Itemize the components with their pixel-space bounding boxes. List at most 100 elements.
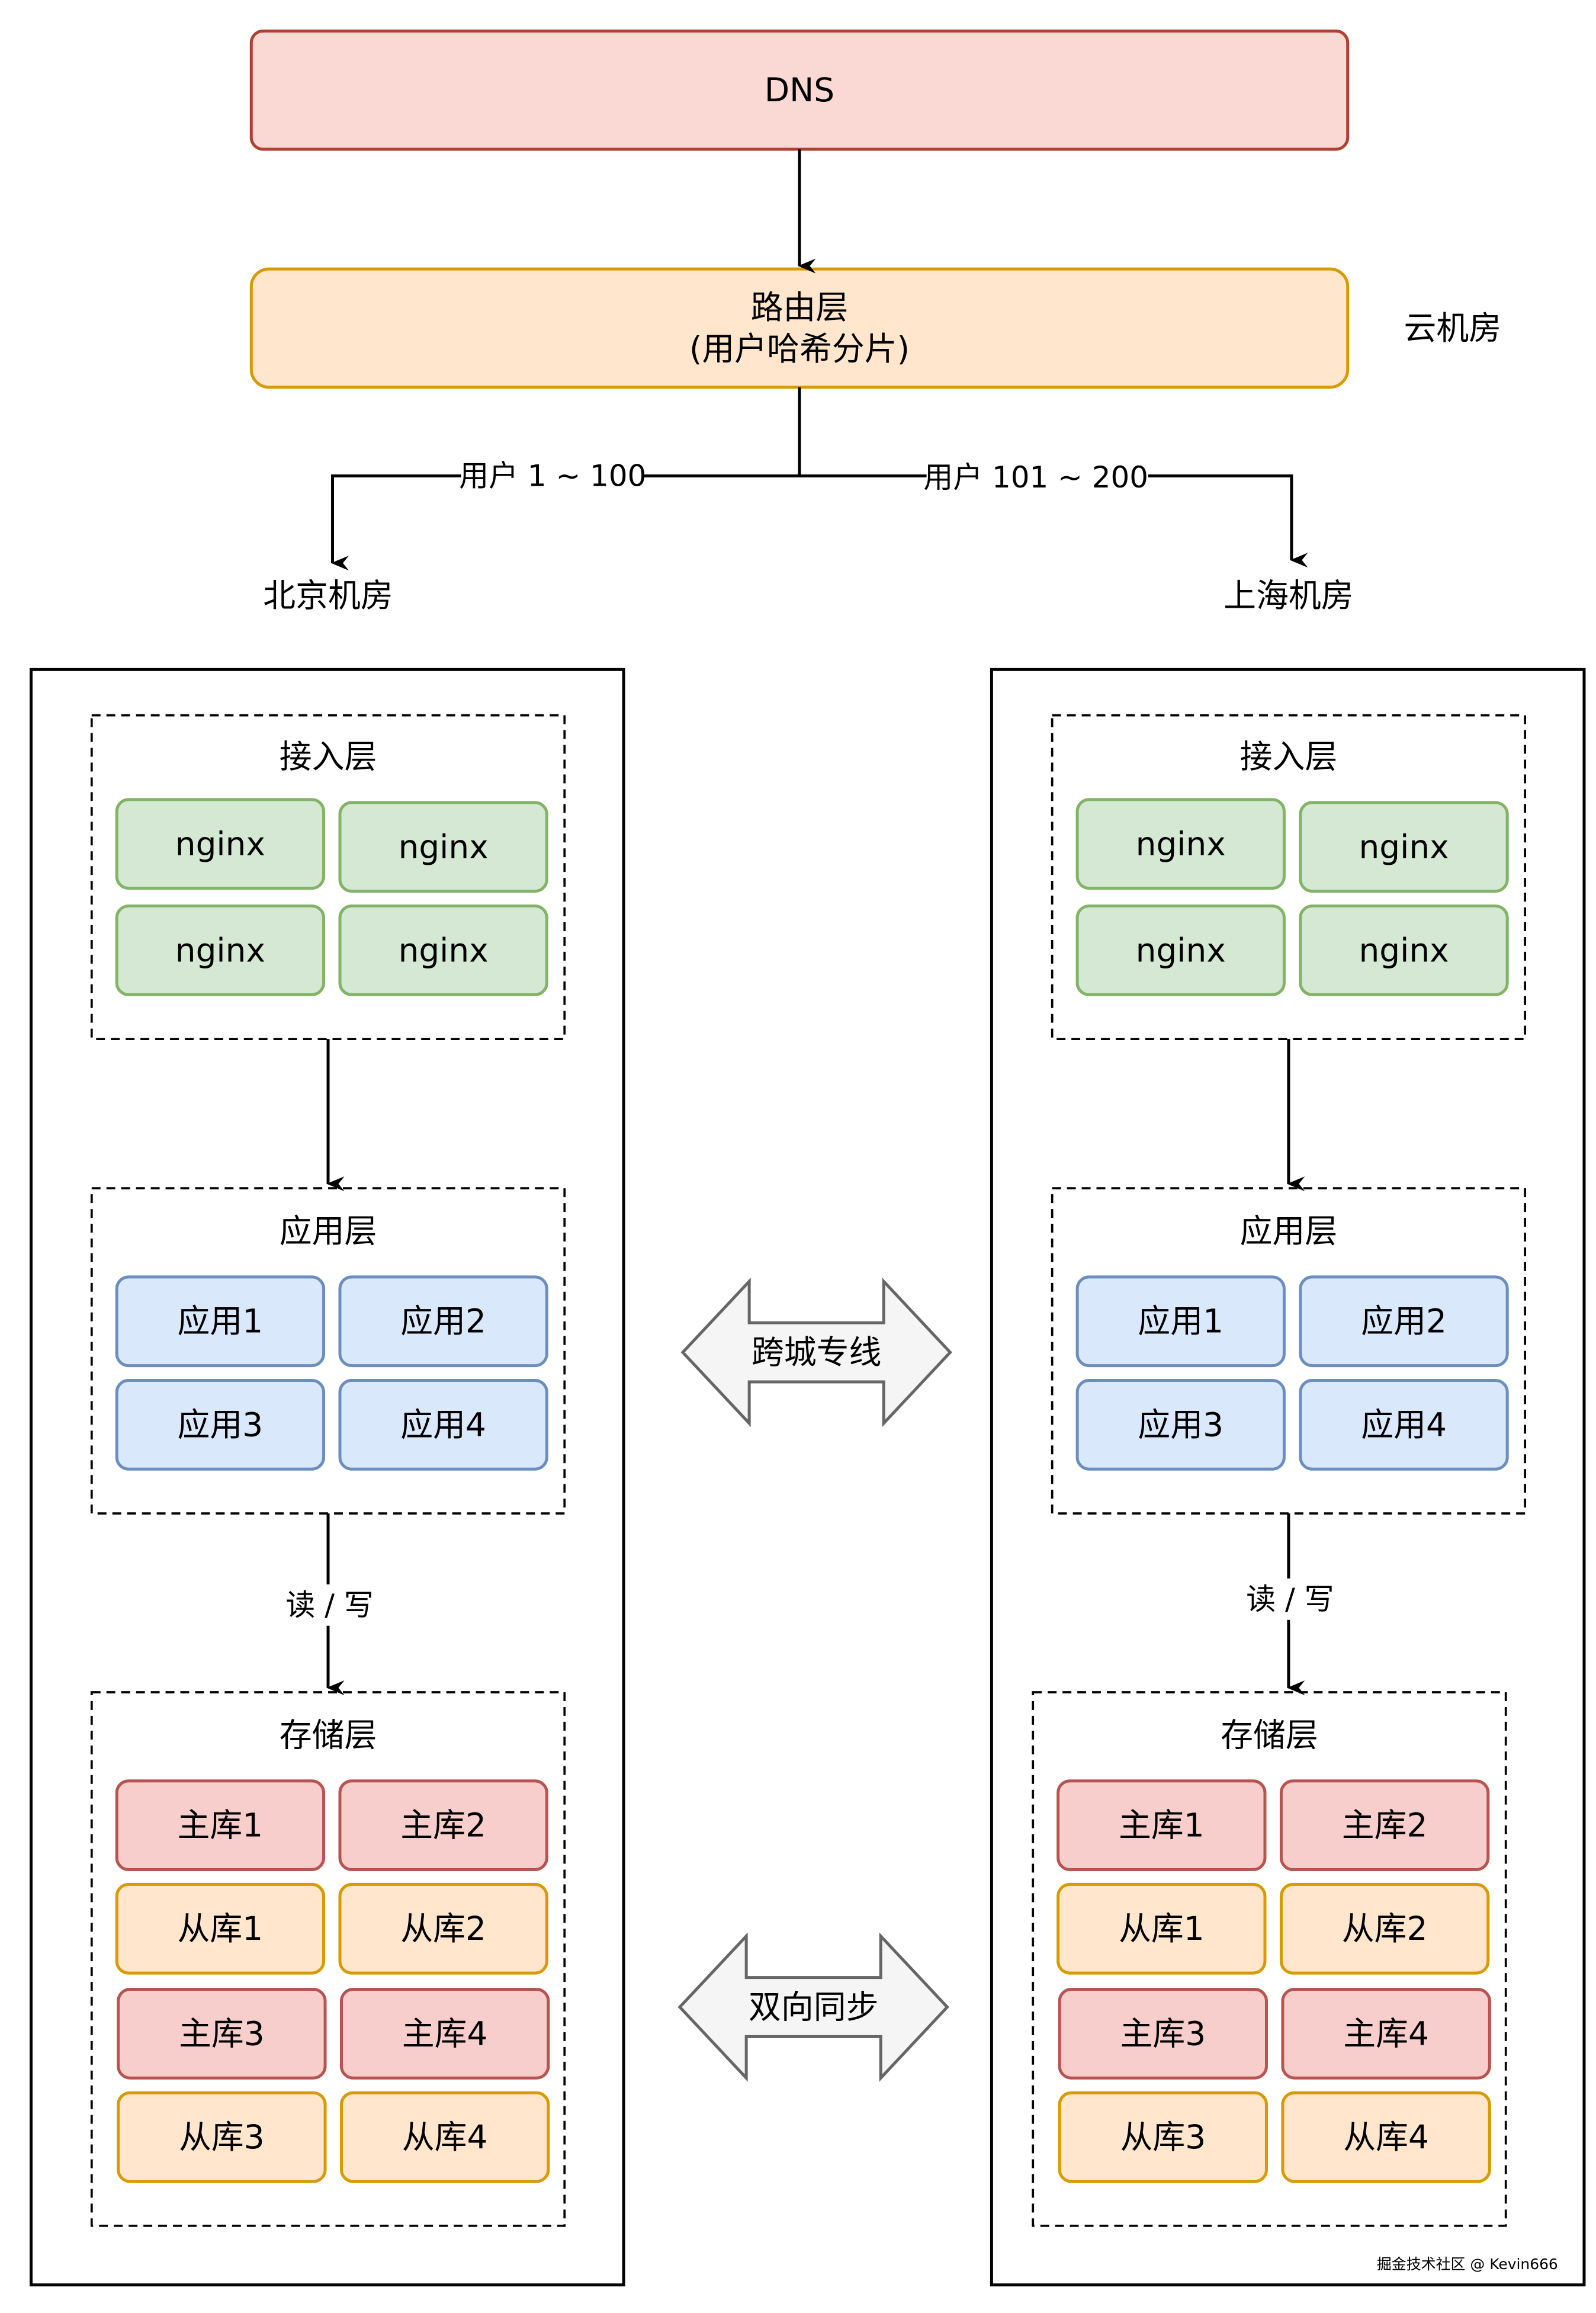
slave-db-node-label: 从库3 (1120, 2118, 1206, 2156)
nginx-node-box (115, 904, 326, 996)
slave-db-node-box (1279, 1882, 1490, 1975)
master-db-node-label: 主库4 (402, 2014, 488, 2052)
app-node-label: 应用3 (178, 1406, 264, 1443)
nginx-node-box (1299, 801, 1509, 893)
bidirectional-sync-link: 双向同步 (677, 1932, 949, 2082)
app-node[interactable]: 应用1 (115, 1275, 326, 1368)
slave-db-node[interactable]: 从库4 (339, 2091, 550, 2183)
app-node-box (1075, 1275, 1286, 1368)
app-layer-title: 应用层 (280, 1212, 377, 1250)
nginx-node[interactable]: nginx (1075, 904, 1286, 996)
slave-db-node-label: 从库1 (178, 1910, 264, 1948)
slave-db-node[interactable]: 从库3 (1058, 2091, 1268, 2183)
slave-db-node-box (117, 2091, 327, 2183)
double-arrow-icon (680, 1278, 952, 1427)
slave-db-node[interactable]: 从库1 (115, 1882, 326, 1975)
app-node-box (115, 1275, 326, 1368)
master-db-node[interactable]: 主库1 (115, 1779, 326, 1871)
app-node[interactable]: 应用3 (1075, 1379, 1286, 1471)
datacenter-label-shanghai: 上海机房 (1224, 577, 1354, 615)
app-node[interactable]: 应用3 (115, 1379, 326, 1471)
master-db-node-label: 主库1 (1119, 1807, 1205, 1844)
app-node-label: 应用3 (1138, 1406, 1224, 1443)
nginx-node-label: nginx (1359, 931, 1449, 969)
master-db-node-label: 主库3 (1120, 2014, 1206, 2052)
slave-db-node-box (1281, 2091, 1491, 2183)
nginx-node-box (1299, 904, 1509, 996)
nginx-node[interactable]: nginx (115, 904, 326, 996)
slave-db-node-label: 从库1 (1119, 1910, 1205, 1948)
master-db-node-box (1281, 1988, 1491, 2080)
access-layer-title: 接入层 (280, 738, 377, 776)
nginx-node-label: nginx (175, 931, 265, 969)
app-node-label: 应用2 (1361, 1303, 1447, 1340)
nginx-node-box (1075, 798, 1286, 890)
dns-node[interactable]: DNS (249, 29, 1350, 151)
read-write-label: 读 / 写 (285, 1588, 373, 1622)
access-layer-group (1051, 714, 1527, 1041)
storage-layer-title: 存储层 (1221, 1716, 1318, 1754)
master-db-node-label: 主库1 (178, 1807, 264, 1844)
app-node-box (1075, 1379, 1286, 1471)
nginx-node[interactable]: nginx (338, 801, 548, 893)
router-layer-node[interactable]: 路由层(用户哈希分片) (249, 267, 1350, 389)
slave-db-node-box (115, 1882, 326, 1975)
slave-db-node[interactable]: 从库1 (1056, 1882, 1267, 1975)
cross-city-link: 跨城专线 (680, 1278, 952, 1427)
master-db-node[interactable]: 主库4 (339, 1988, 550, 2080)
master-db-node-label: 主库2 (1342, 1807, 1428, 1844)
nginx-node[interactable]: nginx (115, 798, 326, 890)
nginx-node[interactable]: nginx (1299, 801, 1509, 893)
app-node[interactable]: 应用2 (338, 1275, 548, 1368)
app-node-label: 应用4 (1361, 1406, 1447, 1443)
nginx-node-label: nginx (399, 828, 489, 866)
slave-db-node-label: 从库4 (402, 2118, 488, 2156)
master-db-node[interactable]: 主库2 (1279, 1779, 1490, 1871)
app-node[interactable]: 应用4 (338, 1379, 548, 1471)
slave-db-node-box (339, 2091, 550, 2183)
nginx-node-box (1075, 904, 1286, 996)
slave-db-node-box (338, 1882, 548, 1975)
master-db-node-box (115, 1779, 326, 1871)
router-layer-title: 路由层 (751, 288, 849, 326)
nginx-node[interactable]: nginx (338, 904, 548, 996)
app-node-box (1299, 1379, 1509, 1471)
slave-db-node-label: 从库2 (1342, 1910, 1428, 1948)
app-node-box (338, 1275, 548, 1368)
access-layer-group (90, 714, 566, 1041)
bidirectional-sync-link-label: 双向同步 (749, 1988, 879, 2026)
datacenter-label-beijing: 北京机房 (263, 577, 393, 615)
label-background (1241, 1578, 1336, 1620)
master-db-node-box (1058, 1988, 1268, 2080)
watermark-text: 掘金技术社区 @ Kevin666 (1377, 2256, 1558, 2273)
master-db-node[interactable]: 主库3 (117, 1988, 327, 2080)
nginx-node-box (338, 801, 548, 893)
datacenter-container-shanghai (990, 668, 1586, 2287)
app-node[interactable]: 应用2 (1299, 1275, 1509, 1368)
master-db-node-box (1056, 1779, 1267, 1871)
master-db-node-label: 主库4 (1343, 2014, 1429, 2052)
master-db-node[interactable]: 主库3 (1058, 1988, 1268, 2080)
double-arrow-icon (677, 1932, 949, 2082)
app-node[interactable]: 应用1 (1075, 1275, 1286, 1368)
app-node[interactable]: 应用4 (1299, 1379, 1509, 1471)
label-background (461, 455, 644, 497)
label-background (281, 1584, 375, 1626)
nginx-node[interactable]: nginx (1299, 904, 1509, 996)
cloud-datacenter-label: 云机房 (1404, 309, 1502, 347)
slave-db-node[interactable]: 从库2 (1279, 1882, 1490, 1975)
slave-db-node-label: 从库2 (400, 1910, 486, 1948)
app-layer-title: 应用层 (1240, 1212, 1338, 1250)
master-db-node[interactable]: 主库2 (338, 1779, 548, 1871)
master-db-node[interactable]: 主库1 (1056, 1779, 1267, 1871)
master-db-node[interactable]: 主库4 (1281, 1988, 1491, 2080)
router-layer-box (249, 267, 1350, 389)
storage-layer-group (90, 1691, 566, 2227)
app-node-label: 应用4 (400, 1406, 486, 1443)
nginx-node[interactable]: nginx (1075, 798, 1286, 890)
slave-db-node[interactable]: 从库3 (117, 2091, 327, 2183)
slave-db-node-box (1056, 1882, 1267, 1975)
master-db-node-box (338, 1779, 548, 1871)
slave-db-node[interactable]: 从库2 (338, 1882, 548, 1975)
slave-db-node[interactable]: 从库4 (1281, 2091, 1491, 2183)
